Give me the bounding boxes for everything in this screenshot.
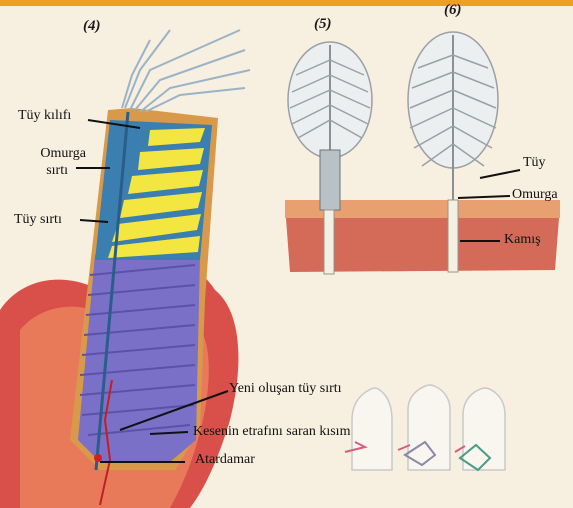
label-tuy-sirti: Tüy sırtı xyxy=(14,212,62,228)
label-kamis: Kamış xyxy=(504,232,541,248)
label-tuy-kilifi: Tüy kılıfı xyxy=(18,108,71,124)
label-atardamar: Atardamar xyxy=(195,452,255,468)
label-omurga-sirti-line2: sırtı xyxy=(18,163,68,179)
panel-4-number: (4) xyxy=(83,18,101,35)
label-kesenin-etrafini-saran-kisim: Kesenin etrafını saran kısım xyxy=(193,424,350,440)
label-tuy: Tüy xyxy=(523,155,546,171)
label-yeni-olusan-tuy-sirti: Yeni oluşan tüy sırtı xyxy=(229,381,342,397)
label-omurga-sirti-line1: Omurga xyxy=(18,146,86,162)
top-border-bar xyxy=(0,0,573,6)
bottom-sketches xyxy=(352,385,505,470)
panel-5-number: (5) xyxy=(314,16,332,33)
label-omurga: Omurga xyxy=(512,187,558,203)
emerging-barbs xyxy=(122,30,250,112)
panel-6-number: (6) xyxy=(444,2,462,19)
